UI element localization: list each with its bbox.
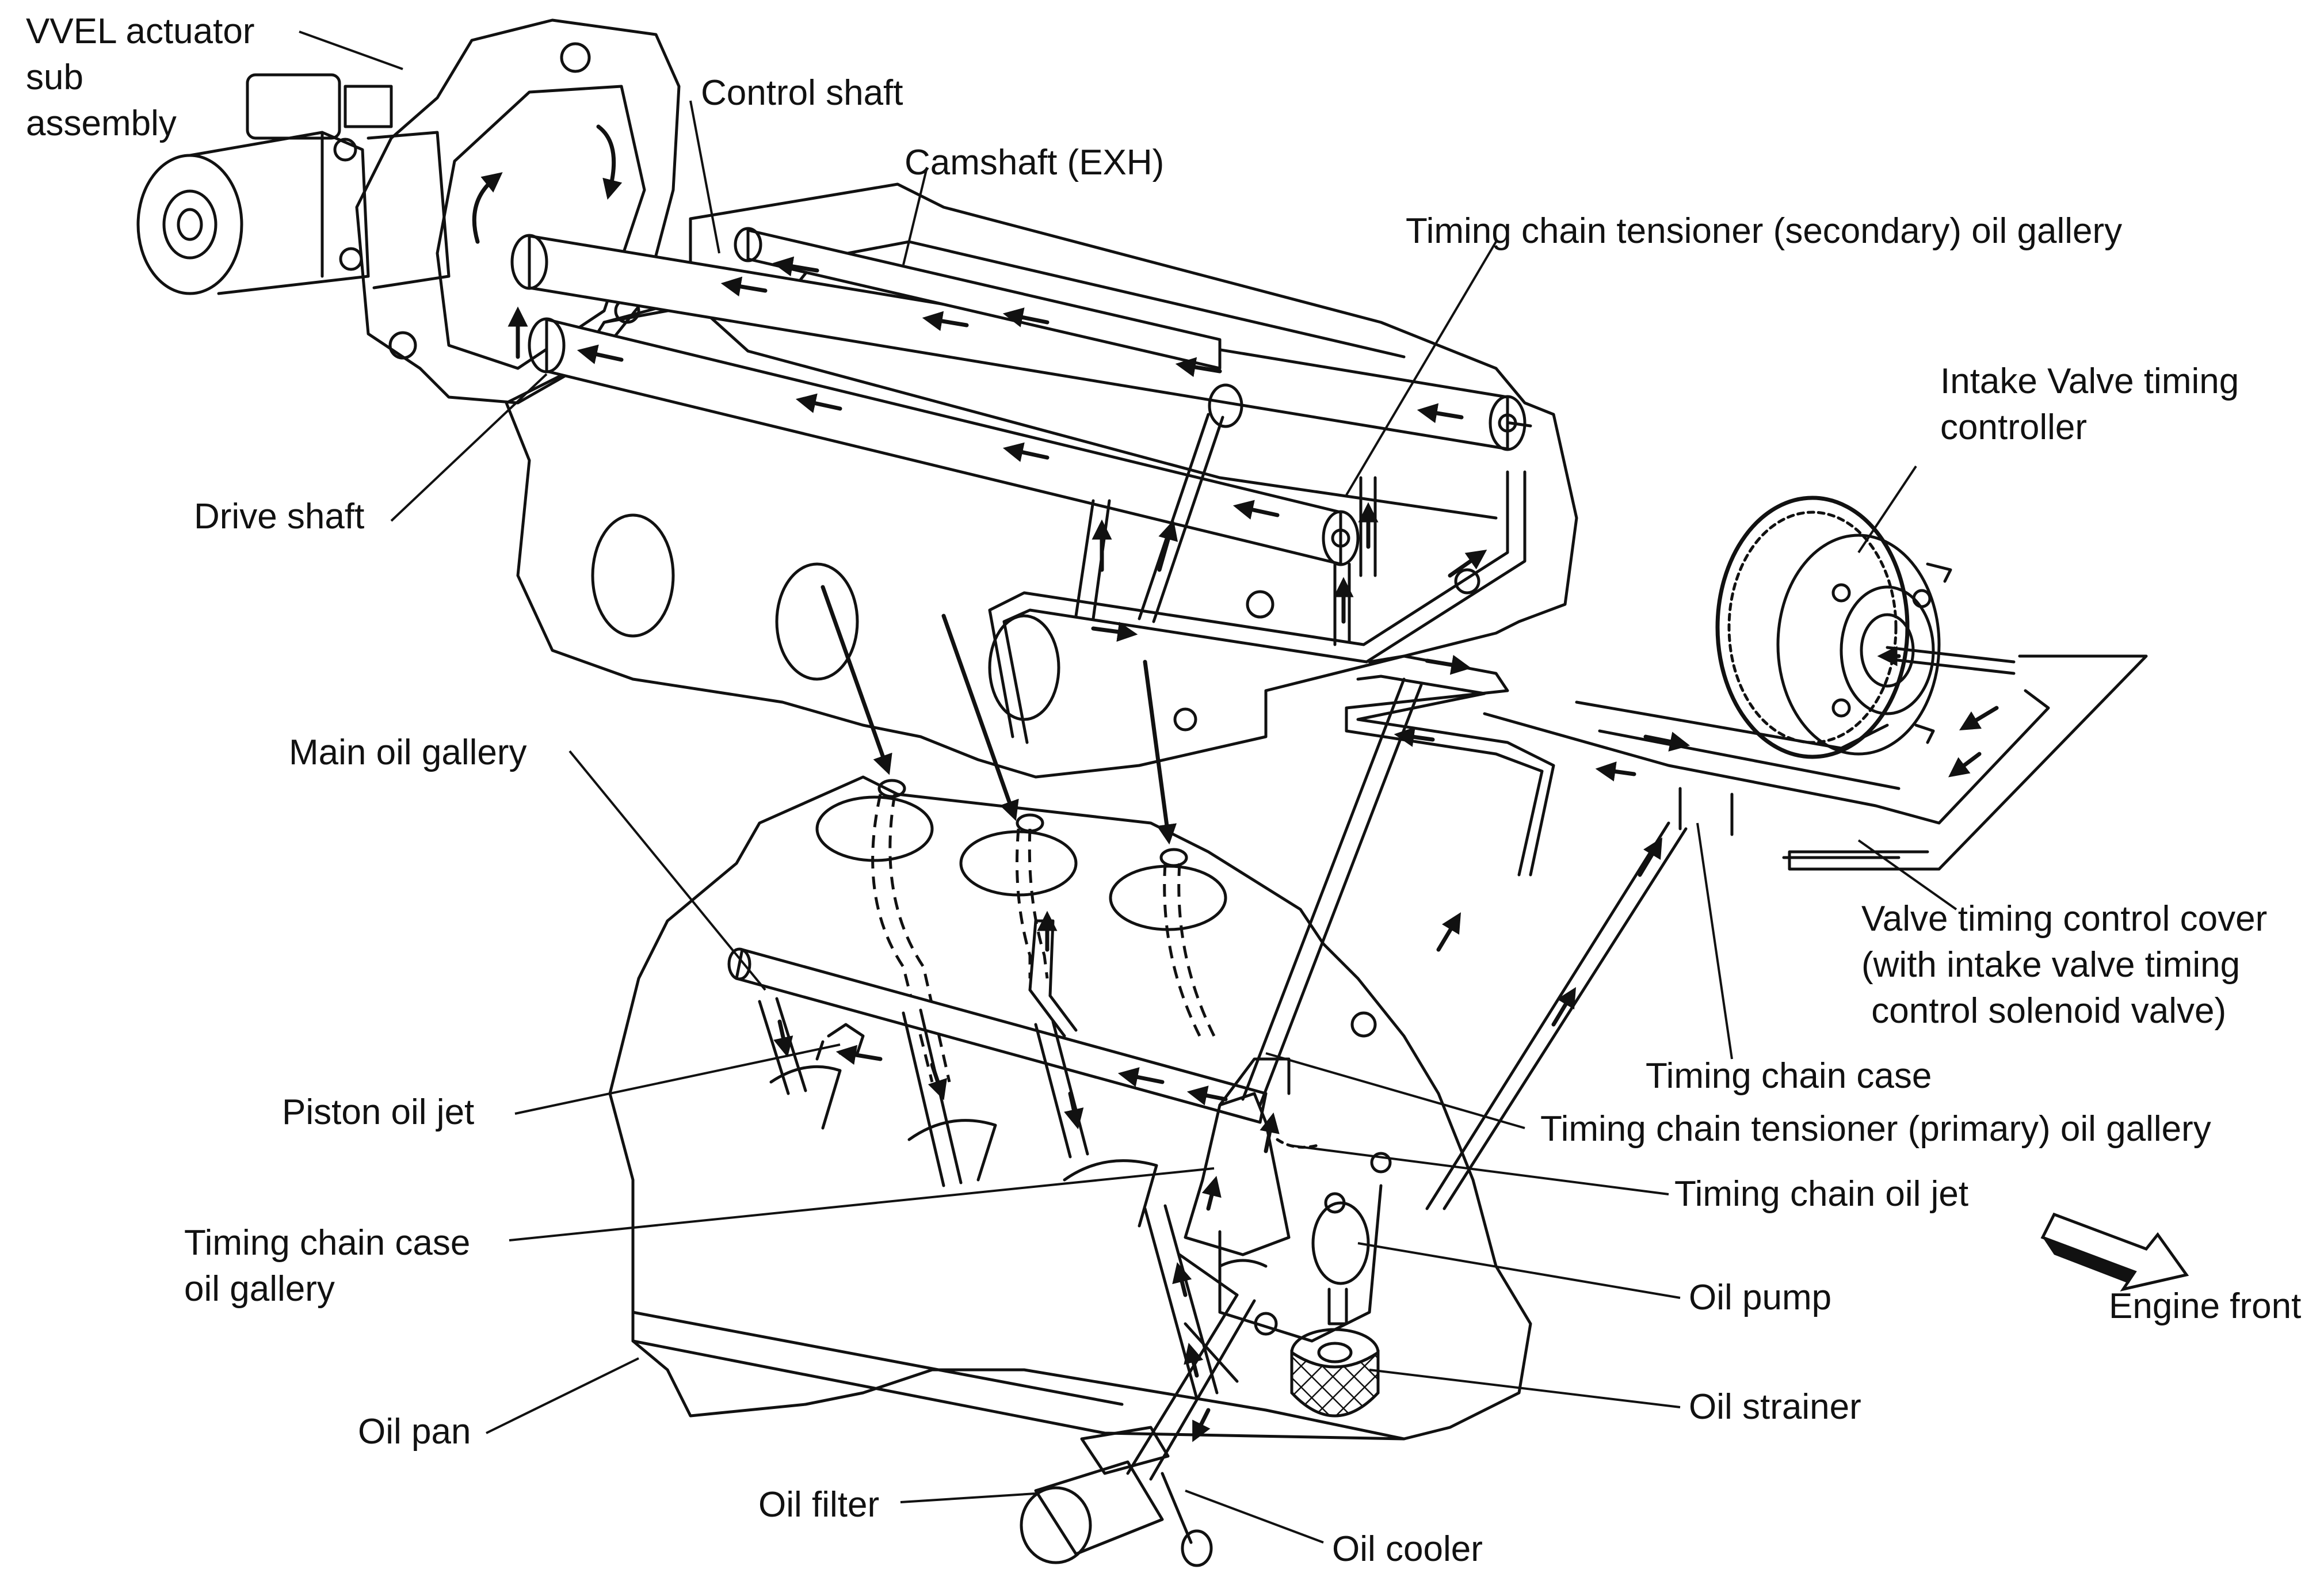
- label-tensioner-secondary: Timing chain tensioner (secondary) oil g…: [1406, 211, 2122, 251]
- label-vvel-actuator-3: assembly: [26, 104, 177, 143]
- label-control-shaft: Control shaft: [701, 73, 903, 113]
- engine-front-arrow-icon: [2040, 1212, 2189, 1292]
- label-camshaft-exh: Camshaft (EXH): [905, 143, 1164, 182]
- label-vtc-cover-3: control solenoid valve): [1861, 991, 2226, 1031]
- label-main-oil-gallery: Main oil gallery: [289, 733, 527, 772]
- label-oil-pan: Oil pan: [358, 1412, 471, 1452]
- label-oil-filter: Oil filter: [758, 1485, 879, 1525]
- label-engine-front: Engine front: [2109, 1286, 2301, 1326]
- label-chain-case-gallery-1: Timing chain case: [184, 1223, 470, 1263]
- label-intake-vtc-2: controller: [1940, 407, 2087, 447]
- vvel-actuator-assembly: [136, 18, 681, 405]
- oil-strainer: [1290, 1287, 1380, 1418]
- label-timing-chain-oil-jet: Timing chain oil jet: [1674, 1174, 1968, 1214]
- label-timing-chain-case: Timing chain case: [1646, 1056, 1932, 1096]
- main-oil-gallery: [727, 911, 1268, 1187]
- label-vtc-cover-1: Valve timing control cover: [1861, 899, 2267, 939]
- label-drive-shaft: Drive shaft: [194, 497, 364, 536]
- head-oil-passages: [988, 413, 1527, 744]
- label-oil-strainer: Oil strainer: [1689, 1387, 1861, 1427]
- label-chain-case-gallery-2: oil gallery: [184, 1269, 335, 1309]
- vtc-cover-passages: [1345, 654, 2148, 877]
- cylinder-block: [608, 585, 1532, 1441]
- label-vtc-cover-2: (with intake valve timing: [1861, 945, 2240, 985]
- oil-filter-cooler: [1020, 1204, 1256, 1567]
- callout-labels: VVEL actuator sub assembly Control shaft…: [26, 12, 2301, 1569]
- label-vvel-actuator-2: sub: [26, 58, 83, 97]
- label-oil-pump: Oil pump: [1689, 1278, 1831, 1317]
- intake-valve-timing-controller: [1715, 496, 2016, 759]
- label-oil-cooler: Oil cooler: [1332, 1529, 1483, 1569]
- label-tensioner-primary: Timing chain tensioner (primary) oil gal…: [1540, 1109, 2211, 1149]
- label-intake-vtc-1: Intake Valve timing: [1940, 361, 2239, 401]
- label-vvel-actuator-1: VVEL actuator: [26, 12, 255, 51]
- camshafts: [510, 227, 1527, 566]
- label-piston-oil-jet: Piston oil jet: [282, 1092, 474, 1132]
- leader-lines: [299, 31, 1957, 1544]
- timing-chain-case-pump: [1184, 677, 1688, 1343]
